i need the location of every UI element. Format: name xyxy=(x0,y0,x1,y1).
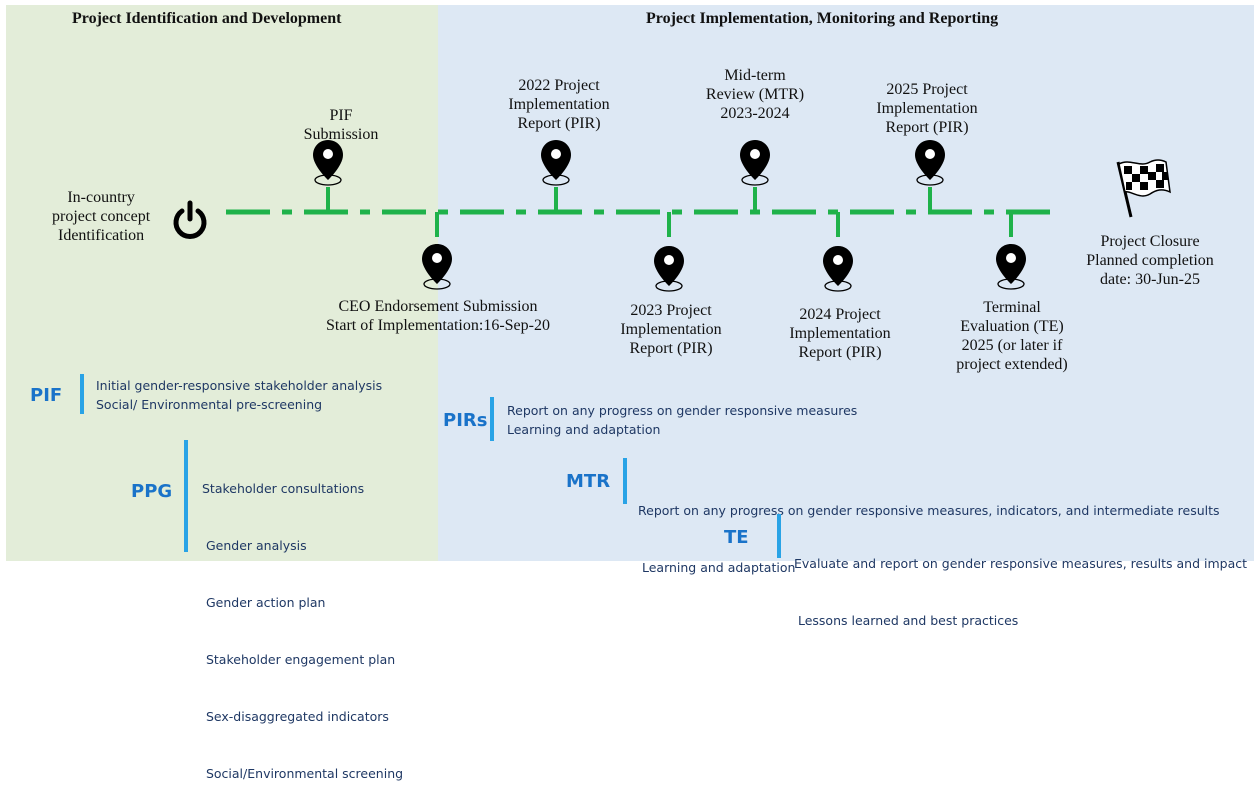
pif-accent-bar xyxy=(80,374,84,414)
phase-title-identification: Project Identification and Development xyxy=(72,10,342,27)
list-item: Social/Environmental screening xyxy=(202,766,404,781)
ppg-section-label: PPG xyxy=(131,481,173,502)
list-item: Initial gender-responsive stakeholder an… xyxy=(96,378,383,393)
milestone-start-label: In-country project concept Identificatio… xyxy=(52,189,151,244)
milestone-pir2023-label: 2023 Project Implementation Report (PIR) xyxy=(620,302,722,357)
power-icon xyxy=(173,200,207,239)
te-pin-icon xyxy=(995,243,1027,290)
pir2023-pin-icon xyxy=(653,245,685,292)
mtr-section-label: MTR xyxy=(566,471,611,492)
list-item: Evaluate and report on gender responsive… xyxy=(794,556,1247,571)
list-item: Sex-disaggregated indicators xyxy=(202,709,389,724)
pif-items: Initial gender-responsive stakeholder an… xyxy=(96,376,382,414)
pir2024-pin-icon xyxy=(822,245,854,292)
list-item: Gender action plan xyxy=(202,595,326,610)
checkered-flag-icon xyxy=(1116,159,1171,218)
phase-title-implementation: Project Implementation, Monitoring and R… xyxy=(646,10,999,27)
pif-pin-icon xyxy=(312,139,344,186)
pirs-accent-bar xyxy=(490,397,494,441)
milestone-pir2025-label: 2025 Project Implementation Report (PIR) xyxy=(876,81,978,136)
mtr-accent-bar xyxy=(623,458,627,504)
te-accent-bar xyxy=(777,514,781,558)
list-item: Report on any progress on gender respons… xyxy=(638,503,1220,518)
list-item: Stakeholder engagement plan xyxy=(202,652,396,667)
pif-section-label: PIF xyxy=(30,385,63,406)
pirs-section-label: PIRs xyxy=(443,410,488,431)
milestone-pir2022-label: 2022 Project Implementation Report (PIR) xyxy=(508,77,610,132)
timeline xyxy=(173,139,1171,292)
list-item: Stakeholder consultations xyxy=(202,481,365,496)
milestone-pir2024-label: 2024 Project Implementation Report (PIR) xyxy=(789,306,891,361)
milestone-closure-label: Project Closure Planned completion date:… xyxy=(1086,233,1214,288)
pirs-items: Report on any progress on gender respons… xyxy=(507,401,857,439)
te-section-label: TE xyxy=(724,527,749,548)
ppg-items: Stakeholder consultations Gender analysi… xyxy=(202,441,403,802)
pir2022-pin-icon xyxy=(540,139,572,186)
identification-phase-panel xyxy=(6,5,438,561)
list-item: Lessons learned and best practices xyxy=(794,613,1019,628)
milestone-mtr-label: Mid-term Review (MTR) 2023-2024 xyxy=(705,67,805,122)
list-item: Report on any progress on gender respons… xyxy=(507,403,858,418)
list-item: Gender analysis xyxy=(202,538,307,553)
list-item: Learning and adaptation xyxy=(507,422,661,437)
implementation-phase-panel xyxy=(438,5,1254,561)
te-items: Evaluate and report on gender responsive… xyxy=(794,516,1247,649)
ppg-accent-bar xyxy=(184,440,188,552)
list-item: Social/ Environmental pre-screening xyxy=(96,397,323,412)
mtr-pin-icon xyxy=(739,139,771,186)
pir2025-pin-icon xyxy=(914,139,946,186)
ceo-pin-icon xyxy=(421,243,453,290)
milestone-ceo-label: CEO Endorsement Submission Start of Impl… xyxy=(326,298,550,334)
milestone-te-label: Terminal Evaluation (TE) 2025 (or later … xyxy=(956,299,1068,373)
milestone-pif-label: PIF Submission xyxy=(303,107,379,143)
